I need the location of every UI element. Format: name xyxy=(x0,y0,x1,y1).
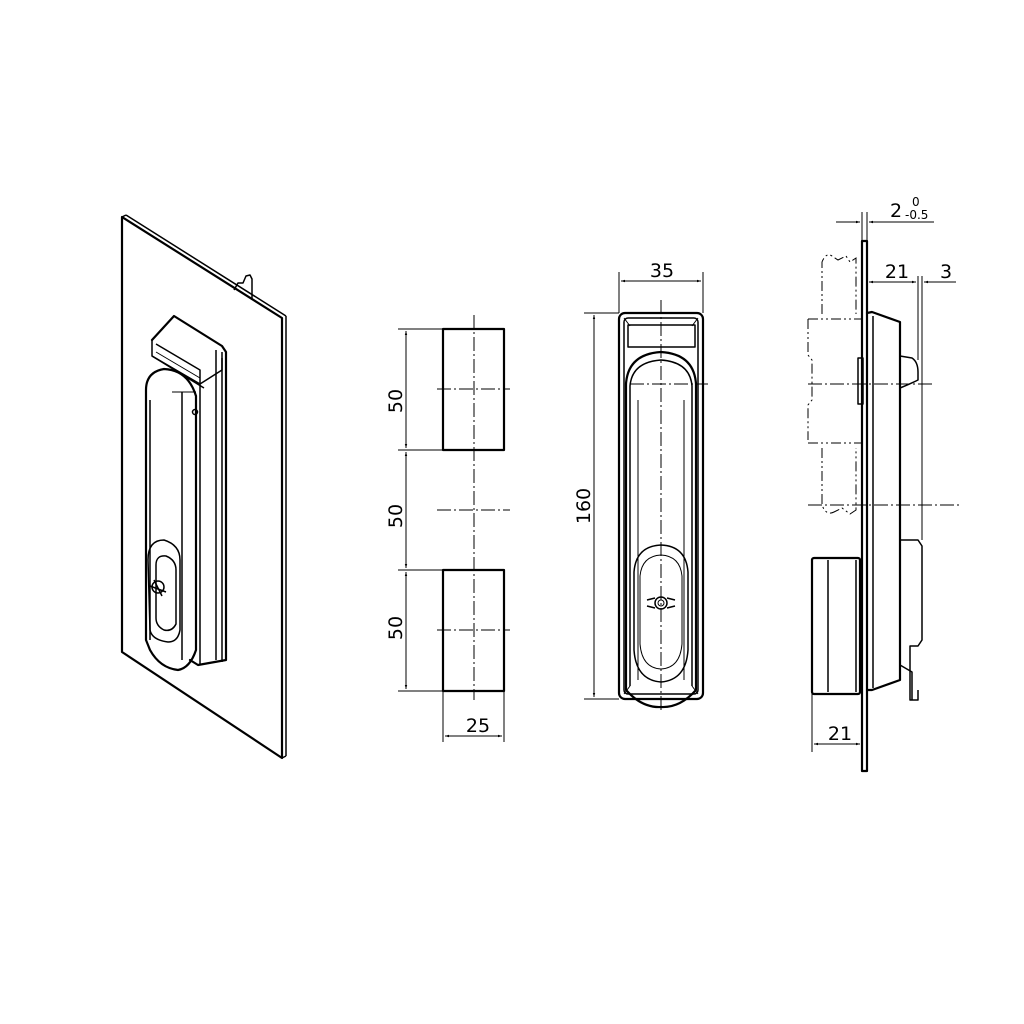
key-icon xyxy=(149,579,167,597)
dim-side-rear-depth: 21 xyxy=(828,723,852,745)
front-handle xyxy=(624,350,698,709)
dim-cutout-spacing: 50 xyxy=(385,504,407,528)
dim-panel-thickness: 2 0 -0.5 xyxy=(890,195,928,222)
dim-cutout-width: 25 xyxy=(466,715,490,737)
dim-front-width: 35 xyxy=(650,260,674,282)
side-body xyxy=(865,310,923,701)
side-phantom-profile xyxy=(807,254,864,515)
iso-panel xyxy=(120,214,287,760)
svg-text:-0.5: -0.5 xyxy=(905,208,928,222)
isometric-view xyxy=(120,214,287,760)
svg-text:0: 0 xyxy=(912,195,920,209)
side-panel xyxy=(860,239,869,773)
dim-side-projection: 21 xyxy=(885,261,909,283)
side-view: 2 0 -0.5 21 3 21 xyxy=(807,195,960,773)
iso-handle xyxy=(144,367,199,672)
dim-front-height: 160 xyxy=(573,488,595,524)
cutout-view: 50 50 50 25 xyxy=(385,315,510,742)
iso-housing xyxy=(150,314,228,667)
iso-lock-insert xyxy=(147,539,181,643)
dim-cutout-top: 50 xyxy=(385,389,407,413)
dim-cutout-bottom: 50 xyxy=(385,616,407,640)
dim-side-offset: 3 xyxy=(940,261,952,283)
iso-rear-latch xyxy=(233,274,253,300)
front-view: 35 160 xyxy=(573,260,708,712)
svg-text:2: 2 xyxy=(890,200,902,222)
side-rear-cylinder xyxy=(810,556,862,696)
